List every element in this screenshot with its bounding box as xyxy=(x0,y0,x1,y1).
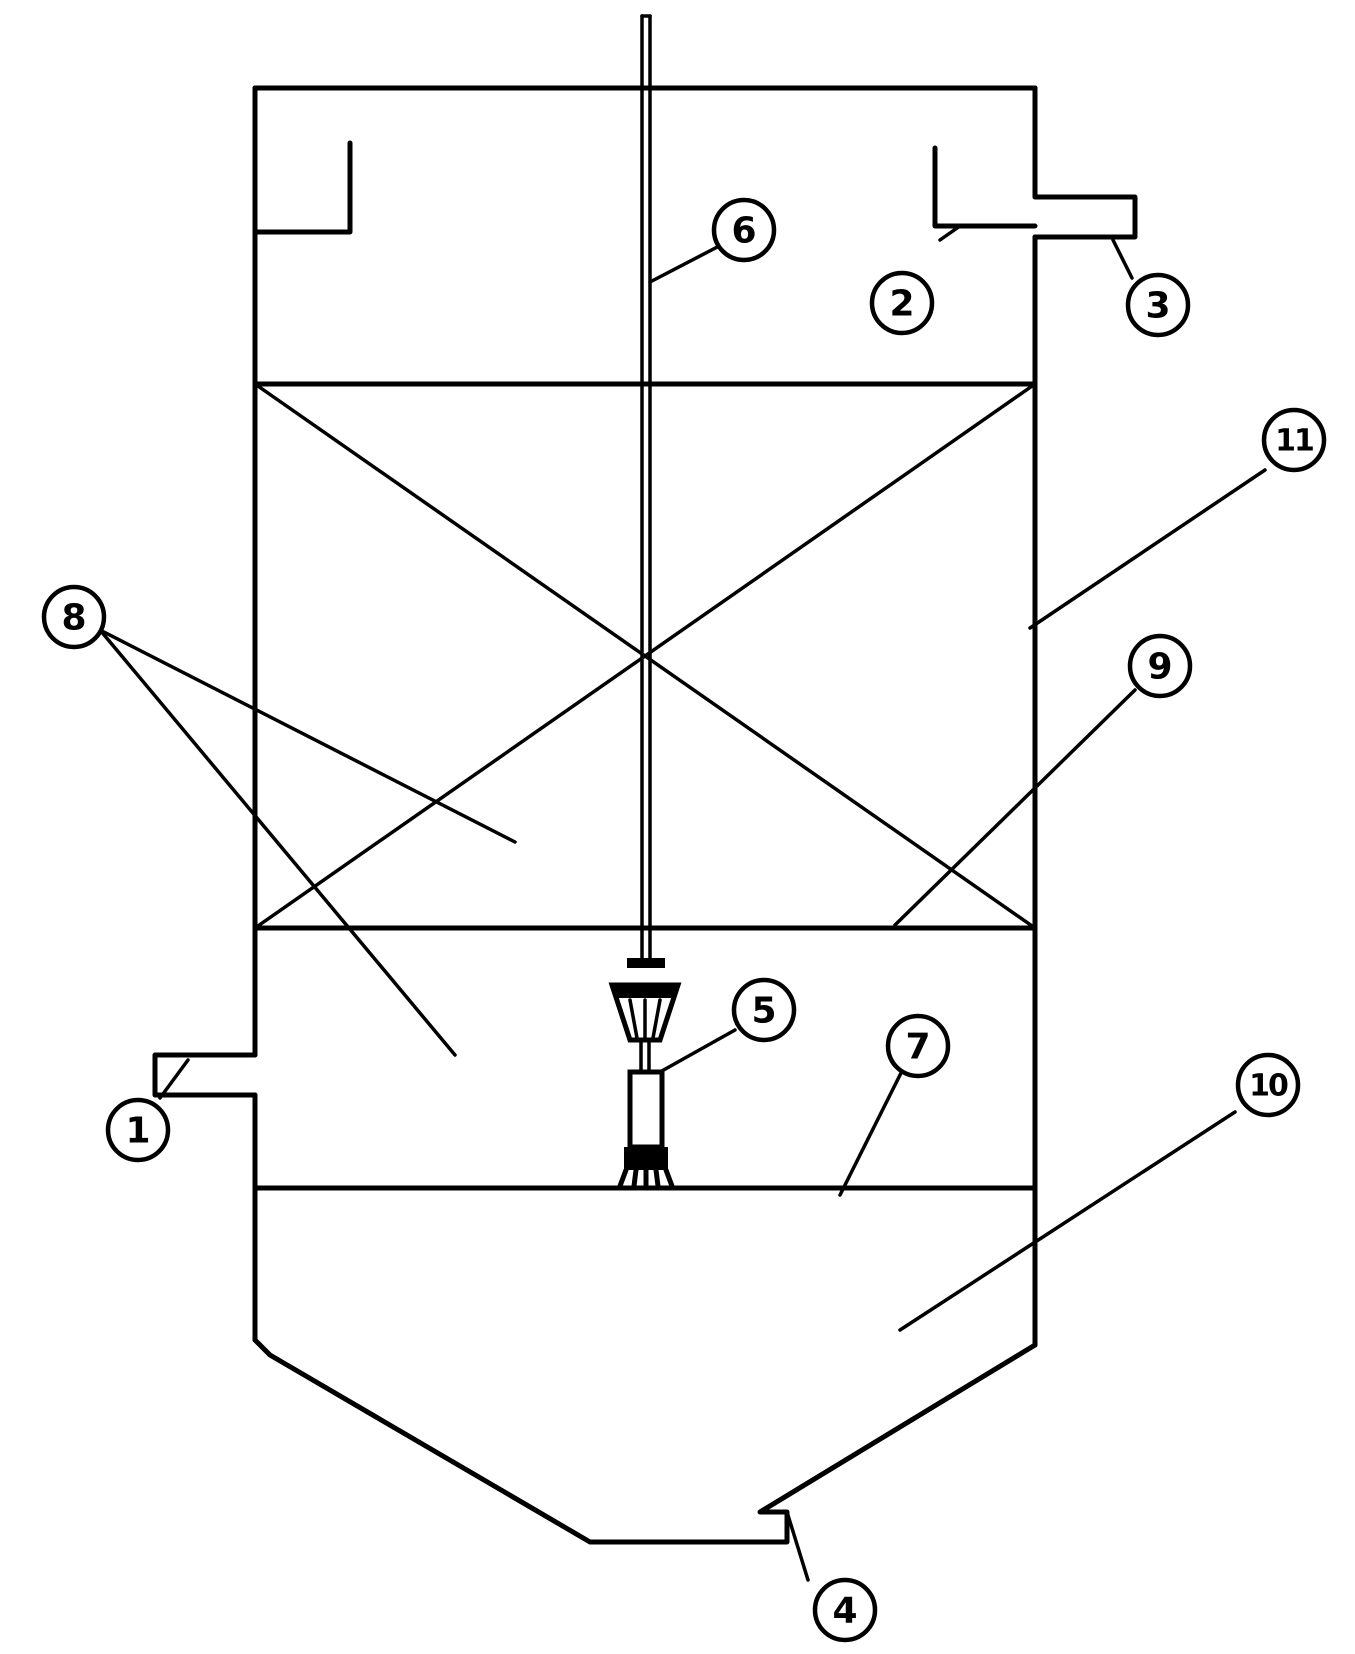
overflow-weir-left xyxy=(252,140,353,235)
impeller-blades xyxy=(628,998,662,1042)
conical-bottom xyxy=(252,1337,1038,1545)
callout-6-label: 6 xyxy=(731,211,756,252)
callout-4-circle xyxy=(812,1577,878,1643)
callout-9-circle xyxy=(1127,633,1193,699)
callout-2-label: 2 xyxy=(889,284,914,325)
callout-11-circle xyxy=(1261,407,1327,473)
leader-8b xyxy=(98,628,457,1057)
callout-5: 5 xyxy=(731,977,797,1043)
leader-8a xyxy=(98,628,517,844)
callout-3: 3 xyxy=(1125,272,1191,338)
outlet-pipe xyxy=(1032,194,1138,240)
callout-10-label: 10 xyxy=(1249,1069,1288,1104)
nozzle-feet xyxy=(617,1167,675,1189)
callout-6-circle xyxy=(711,197,777,263)
leader-4 xyxy=(785,1510,810,1582)
callout-8: 8 xyxy=(41,584,107,650)
leader-5 xyxy=(658,1028,737,1074)
callout-7-label: 7 xyxy=(905,1027,930,1068)
callout-9: 9 xyxy=(1127,633,1193,699)
callout-3-label: 3 xyxy=(1145,286,1170,327)
callout-1-label: 1 xyxy=(125,1111,150,1152)
callout-4: 4 xyxy=(812,1577,878,1643)
nozzle-neck xyxy=(639,1038,651,1074)
callout-8-circle xyxy=(41,584,107,650)
mixer-assembly xyxy=(608,958,682,1189)
callout-6: 6 xyxy=(711,197,777,263)
overflow-weir-right xyxy=(932,145,1038,229)
packing-zone xyxy=(252,381,1038,931)
callout-2: 2 xyxy=(869,270,935,336)
leader-2 xyxy=(938,224,962,242)
callout-3-circle xyxy=(1125,272,1191,338)
leader-6 xyxy=(648,241,727,284)
nozzle-cylinder xyxy=(627,1069,665,1150)
leader-7 xyxy=(838,1063,907,1197)
inlet-pipe xyxy=(152,1052,258,1098)
callout-5-label: 5 xyxy=(751,991,776,1032)
callout-11-label: 11 xyxy=(1275,424,1313,459)
leader-lines xyxy=(98,224,1267,1582)
callout-5-circle xyxy=(731,977,797,1043)
callout-7: 7 xyxy=(885,1013,951,1079)
callout-2-circle xyxy=(869,270,935,336)
packing-diagonal-b xyxy=(253,382,1037,930)
callout-10-circle xyxy=(1235,1052,1301,1118)
leader-11 xyxy=(1028,468,1267,630)
callout-1: 1 xyxy=(105,1097,171,1163)
shaft-coupling xyxy=(627,958,665,968)
callout-10: 10 xyxy=(1235,1052,1301,1118)
callout-4-label: 4 xyxy=(832,1591,857,1632)
central-shaft xyxy=(640,14,652,962)
leader-3 xyxy=(1111,238,1134,280)
leader-9 xyxy=(893,688,1137,927)
callout-8-label: 8 xyxy=(61,598,86,639)
callout-9-label: 9 xyxy=(1147,647,1172,688)
callout-1-circle xyxy=(105,1097,171,1163)
leader-1 xyxy=(158,1058,190,1100)
vessel-shell xyxy=(252,85,1038,1545)
callout-7-circle xyxy=(885,1013,951,1079)
leader-10 xyxy=(898,1110,1237,1332)
callout-11: 11 xyxy=(1261,407,1327,473)
impeller-top-band xyxy=(612,985,678,998)
nozzle-base xyxy=(624,1147,668,1170)
